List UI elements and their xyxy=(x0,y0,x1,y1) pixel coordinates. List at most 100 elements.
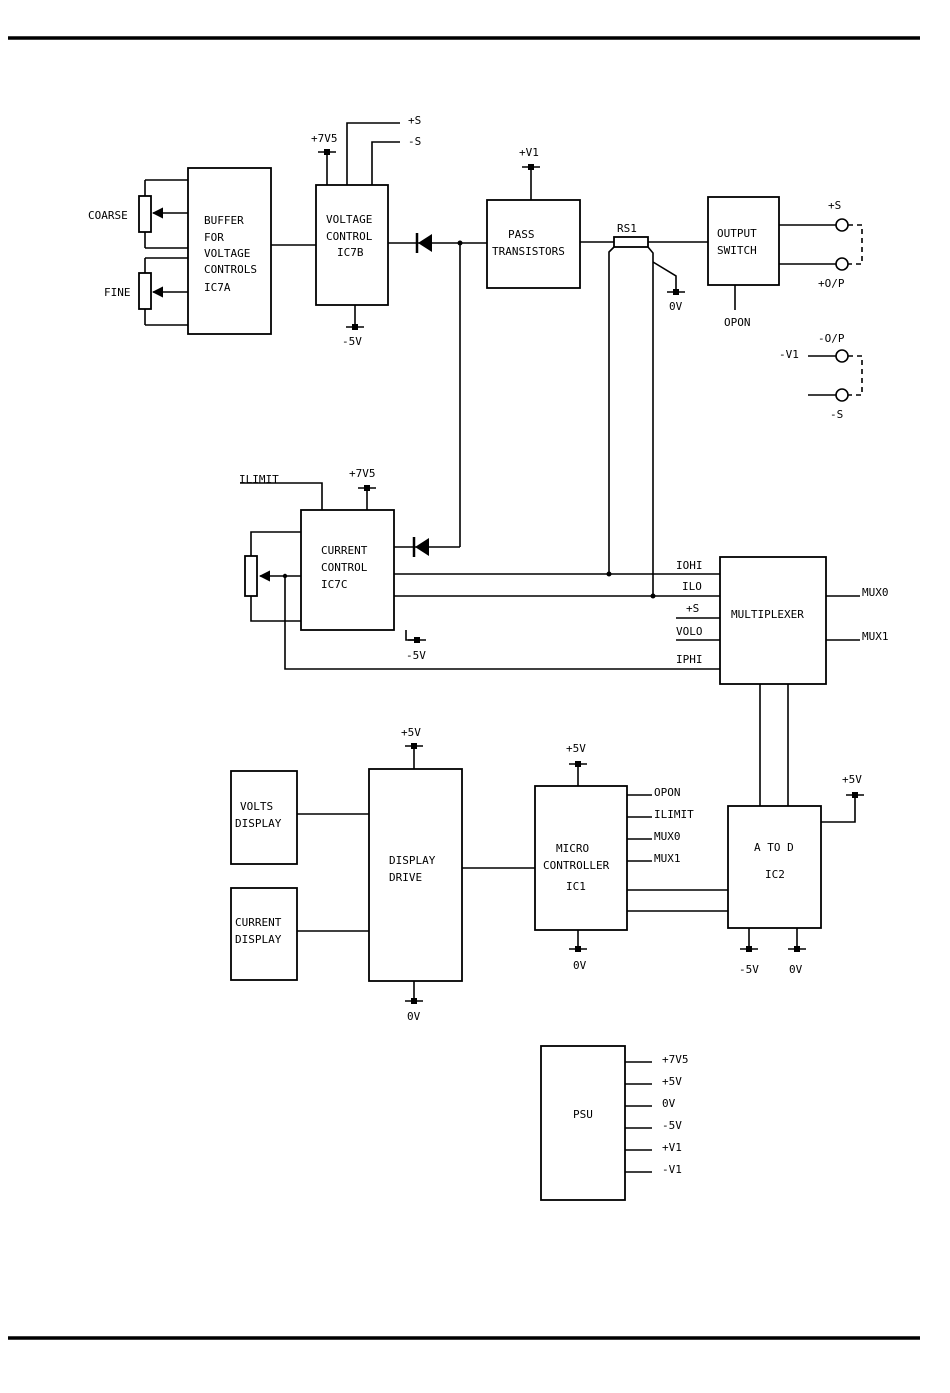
svg-text:FOR: FOR xyxy=(204,231,224,244)
vc-supply-7v5 xyxy=(318,149,336,185)
cc-diode-icon xyxy=(412,537,429,557)
psu-text: PSU xyxy=(573,1108,593,1121)
svg-text:VOLTS: VOLTS xyxy=(240,800,273,813)
svg-text:PASS: PASS xyxy=(508,228,535,241)
voltage-control-block xyxy=(315,184,389,306)
svg-text:CURRENT: CURRENT xyxy=(321,544,368,557)
mux-volo-label: VOLO xyxy=(676,625,703,638)
svg-text:VOLTAGE: VOLTAGE xyxy=(326,213,372,226)
vc-minus5v-label: -5V xyxy=(342,335,362,348)
current-control-text: CURRENT CONTROL IC7C xyxy=(321,544,368,591)
psu-out-5v: +5V xyxy=(662,1075,682,1088)
buffer-block xyxy=(187,167,272,335)
fine-label: FINE xyxy=(104,286,131,299)
rs1-ground-wire xyxy=(652,261,677,292)
display-drive-text: DISPLAY DRIVE xyxy=(389,854,436,884)
sense-plus-label: +S xyxy=(408,114,421,127)
svg-text:TRANSISTORS: TRANSISTORS xyxy=(492,245,565,258)
cc-7v5-label: +7V5 xyxy=(349,467,376,480)
psu-out-minus5v: -5V xyxy=(662,1119,682,1132)
svg-text:DISPLAY: DISPLAY xyxy=(389,854,436,867)
psu-out-minus-v1: -V1 xyxy=(662,1163,682,1176)
mc-to-adc-bus xyxy=(627,889,728,912)
mc-opon-label: OPON xyxy=(654,786,681,799)
a-to-d-text: A TO D IC2 xyxy=(754,841,794,881)
svg-text:VOLTAGE: VOLTAGE xyxy=(204,247,250,260)
mc-0v-label: 0V xyxy=(573,959,587,972)
cc-supply-minus5v xyxy=(405,630,426,643)
svg-text:IC7C: IC7C xyxy=(321,578,348,591)
mux-s-label: +S xyxy=(686,602,699,615)
svg-text:DISPLAY: DISPLAY xyxy=(235,933,282,946)
ad-0v-label: 0V xyxy=(789,963,803,976)
psu-out-7v5: +7V5 xyxy=(662,1053,689,1066)
svg-text:BUFFER: BUFFER xyxy=(204,214,244,227)
mux1-out-label: MUX1 xyxy=(862,630,889,643)
iphi-wire xyxy=(284,576,720,670)
voltage-control-text: VOLTAGE CONTROL IC7B xyxy=(326,213,373,259)
coarse-potentiometer xyxy=(138,179,188,249)
svg-text:CONTROL: CONTROL xyxy=(326,230,373,243)
svg-text:MICRO: MICRO xyxy=(556,842,589,855)
output-switch-block xyxy=(707,196,780,286)
svg-text:DISPLAY: DISPLAY xyxy=(235,817,282,830)
ad-supply-5v xyxy=(821,792,864,823)
psu-output-wires xyxy=(625,1061,652,1173)
out-minus-op-label: -O/P xyxy=(818,332,845,345)
mc-mux0-label: MUX0 xyxy=(654,830,681,843)
vc-diode-icon xyxy=(415,233,432,253)
mux-iohi-label: IOHI xyxy=(676,559,703,572)
ilo-sense-wire xyxy=(647,246,654,596)
svg-text:SWITCH: SWITCH xyxy=(717,244,757,257)
iohi-sense-wire xyxy=(608,246,615,574)
dd-0v-label: 0V xyxy=(407,1010,421,1023)
vc-7v5-label: +7V5 xyxy=(311,132,338,145)
psu-out-0v: 0V xyxy=(662,1097,676,1110)
dd-supply-5v xyxy=(405,743,423,769)
mc-io-wires xyxy=(627,794,652,862)
rs1-resistor xyxy=(613,236,649,248)
plus-v1-label: +V1 xyxy=(519,146,539,159)
svg-text:OUTPUT: OUTPUT xyxy=(717,227,757,240)
fine-potentiometer xyxy=(138,257,188,326)
sense-minus-label: -S xyxy=(408,135,421,148)
cc-minus5v-label: -5V xyxy=(406,649,426,662)
pass-supply-v1 xyxy=(522,164,540,200)
rs1-ground xyxy=(667,289,685,295)
mc-ground xyxy=(569,930,587,952)
current-display-text: CURRENT DISPLAY xyxy=(235,916,282,946)
multiplexer-block xyxy=(719,556,827,685)
current-limit-potentiometer xyxy=(244,531,301,622)
rs1-label: RS1 xyxy=(617,222,637,235)
mux-iphi-label: IPHI xyxy=(676,653,703,666)
svg-text:CONTROLS: CONTROLS xyxy=(204,263,257,276)
mux-to-adc-bus xyxy=(759,684,789,806)
svg-text:IC7A: IC7A xyxy=(204,281,231,294)
volts-display-block xyxy=(230,770,298,865)
ad-5v-label: +5V xyxy=(842,773,862,786)
mc-mux1-label: MUX1 xyxy=(654,852,681,865)
svg-text:CONTROLLER: CONTROLLER xyxy=(543,859,610,872)
current-display-block xyxy=(230,887,298,981)
ilimit-label: ILIMIT xyxy=(239,473,279,486)
svg-text:CURRENT: CURRENT xyxy=(235,916,282,929)
mc-supply-5v xyxy=(569,761,587,786)
micro-controller-text: MICRO CONTROLLER IC1 xyxy=(543,842,610,893)
negative-terminals xyxy=(808,349,863,402)
svg-text:CONTROL: CONTROL xyxy=(321,561,368,574)
svg-text:IC2: IC2 xyxy=(765,868,785,881)
psu-out-v1: +V1 xyxy=(662,1141,682,1154)
output-terminals xyxy=(779,218,863,271)
display-drive-block xyxy=(368,768,463,982)
rs1-0v-label: 0V xyxy=(669,300,683,313)
out-plus-op-label: +O/P xyxy=(818,277,845,290)
dd-ground xyxy=(405,981,423,1004)
current-control-block xyxy=(300,509,395,631)
mux-ilo-label: ILO xyxy=(682,580,702,593)
vc-supply-minus5v xyxy=(346,305,364,330)
mc-ilimit-label: ILIMIT xyxy=(654,808,694,821)
psu-block xyxy=(540,1045,626,1201)
dd-5v-label: +5V xyxy=(401,726,421,739)
